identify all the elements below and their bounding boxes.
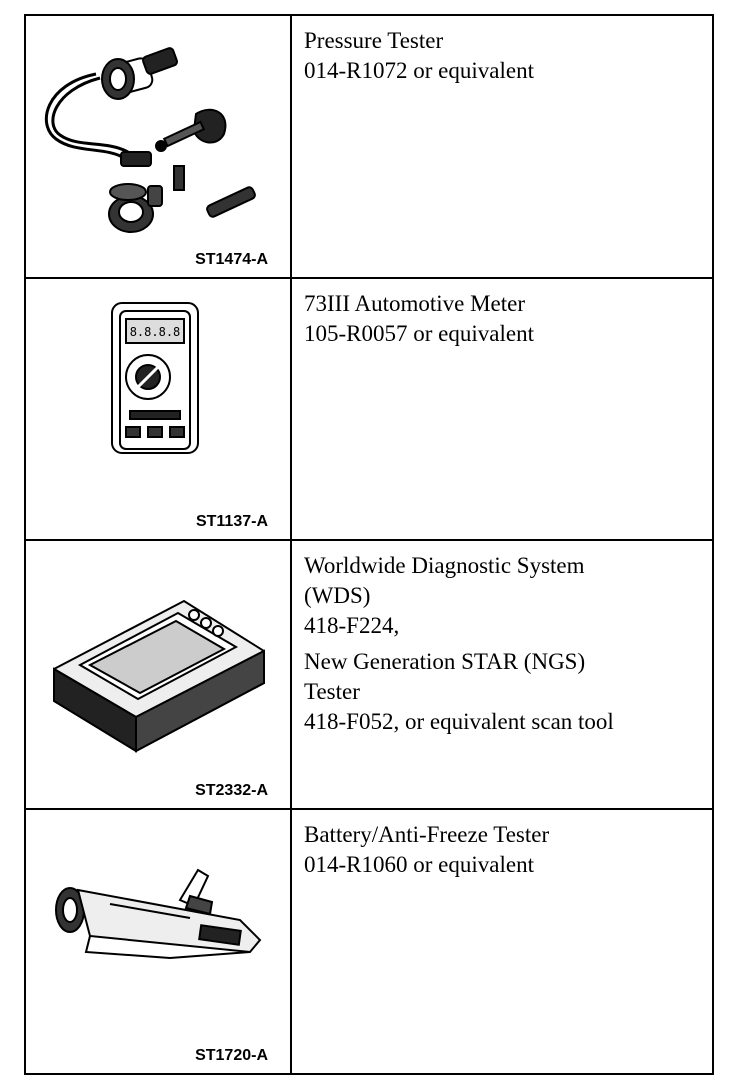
table-row: ST2332-A Worldwide Diagnostic System (WD… <box>24 539 714 810</box>
battery-antifreeze-tester-icon <box>55 868 262 960</box>
tool-name: Battery/Anti-Freeze Tester <box>304 822 550 847</box>
tool-name: Worldwide Diagnostic System <box>304 553 585 578</box>
figure-id: ST1474-A <box>195 251 268 268</box>
pressure-tester-icon <box>45 47 256 233</box>
tool-part-number: 014-R1060 or equivalent <box>304 852 534 877</box>
table-row: 8.8.8.8 ST1137-A 73III Automotive Meter … <box>24 277 714 541</box>
tool-name: New Generation STAR (NGS) <box>304 649 586 674</box>
special-tools-table: ST1474-A Pressure Tester 014-R1072 or eq… <box>24 14 714 1075</box>
tool-illustration-cell: ST1720-A <box>24 808 292 1075</box>
figure-id: ST2332-A <box>195 782 268 799</box>
figure-id: ST1137-A <box>195 513 268 530</box>
diagnostic-scan-tool-icon <box>53 599 265 753</box>
tool-part-number: 418-F224, <box>304 613 400 638</box>
tool-description-cell: Worldwide Diagnostic System (WDS) 418-F2… <box>290 539 714 810</box>
tool-part-number: 418-F052, or equivalent scan tool <box>304 709 614 734</box>
tool-illustration-cell: ST1474-A <box>24 14 292 279</box>
table-row: ST1474-A Pressure Tester 014-R1072 or eq… <box>24 14 714 279</box>
tool-illustration-cell: 8.8.8.8 ST1137-A <box>24 277 292 541</box>
tool-name: Pressure Tester <box>304 28 444 53</box>
tool-name: Tester <box>304 679 360 704</box>
table-row: ST1720-A Battery/Anti-Freeze Tester 014-… <box>24 808 714 1075</box>
automotive-meter-icon: 8.8.8.8 <box>111 302 199 454</box>
tool-description-cell: Battery/Anti-Freeze Tester 014-R1060 or … <box>290 808 714 1075</box>
tool-illustration-cell: ST2332-A <box>24 539 292 810</box>
tool-part-number: 014-R1072 or equivalent <box>304 58 534 83</box>
tool-name-abbreviation: (WDS) <box>304 583 371 608</box>
tool-name: 73III Automotive Meter <box>304 291 526 316</box>
tool-description-cell: 73III Automotive Meter 105-R0057 or equi… <box>290 277 714 541</box>
svg-text:8.8.8.8: 8.8.8.8 <box>130 325 181 339</box>
tool-part-number: 105-R0057 or equivalent <box>304 321 534 346</box>
tool-description-cell: Pressure Tester 014-R1072 or equivalent <box>290 14 714 279</box>
